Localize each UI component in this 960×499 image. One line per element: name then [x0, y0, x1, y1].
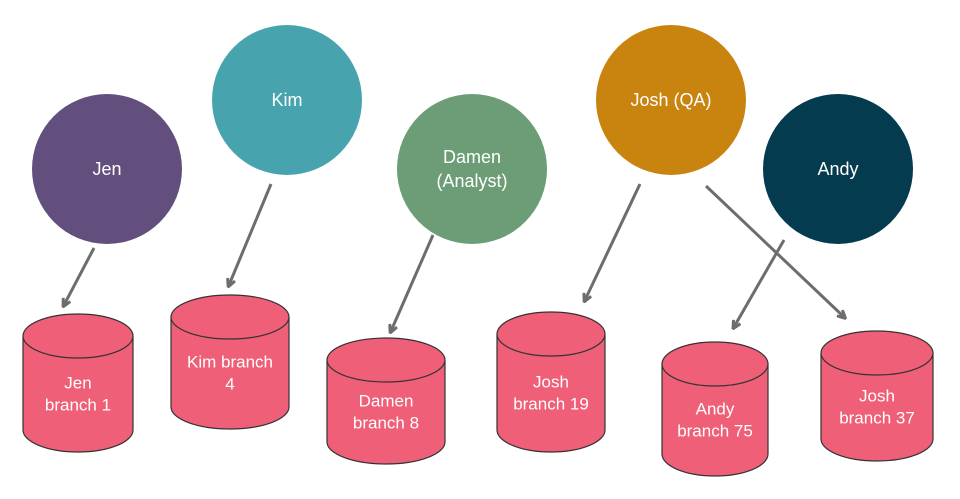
person-label-josh-line-1: Josh (QA): [630, 90, 711, 110]
database-top: [326, 337, 446, 383]
branch-label-josh-branch-37-line-1: Josh: [859, 387, 895, 406]
branch-label-kim-branch-4-line-2: 4: [225, 375, 234, 394]
person-jen[interactable]: Jen: [32, 94, 182, 244]
arrow-jen-to-jen-branch-1: [64, 247, 96, 305]
person-josh[interactable]: Josh (QA): [596, 25, 746, 175]
person-kim[interactable]: Kim: [212, 25, 362, 175]
arrow-josh-to-josh-branch-19: [585, 183, 642, 300]
person-node-circle: [763, 94, 913, 244]
branch-label-andy-branch-75-line-2: branch 75: [677, 422, 753, 441]
branch-label-damen-branch-8-line-1: Damen: [359, 392, 414, 411]
database-icon: [22, 336, 134, 453]
person-damen[interactable]: Damen (Analyst): [397, 94, 547, 244]
person-label-damen-line-2: (Analyst): [436, 171, 507, 191]
branch-label-jen-branch-1-line-1: Jen: [64, 374, 91, 393]
database-josh-branch-37[interactable]: Josh branch 37: [820, 330, 934, 462]
branch-label-damen-branch-8-line-2: branch 8: [353, 414, 419, 433]
branch-label-kim-branch-4-line-1: Kim branch: [187, 353, 273, 372]
database-icon: [661, 364, 769, 477]
branch-label-andy-branch-75-line-1: Andy: [696, 400, 735, 419]
arrow-damen-to-damen-branch-8: [391, 234, 435, 331]
database-top: [22, 313, 134, 359]
branch-label-josh-branch-19-line-2: branch 19: [513, 395, 589, 414]
database-top: [496, 311, 606, 357]
arrow-kim-to-kim-branch-4: [229, 183, 273, 285]
database-icon: [326, 360, 446, 465]
arrow-andy-to-andy-branch-75: [734, 239, 786, 327]
database-damen-branch-8[interactable]: Damen branch 8: [326, 337, 446, 465]
person-node-circle: [212, 25, 362, 175]
branch-label-josh-branch-37-line-2: branch 37: [839, 409, 915, 428]
person-andy[interactable]: Andy: [763, 94, 913, 244]
person-label-andy-line-1: Andy: [817, 159, 858, 179]
database-andy-branch-75[interactable]: Andy branch 75: [661, 341, 769, 477]
arrow-josh-to-josh-branch-37: [704, 184, 844, 317]
person-node-circle: [397, 94, 547, 244]
database-kim-branch-4[interactable]: Kim branch 4: [170, 294, 290, 430]
database-icon: [170, 317, 290, 430]
branch-label-jen-branch-1-line-2: branch 1: [45, 396, 111, 415]
database-top: [820, 330, 934, 376]
branch-label-josh-branch-19-line-1: Josh: [533, 373, 569, 392]
database-icon: [820, 353, 934, 462]
database-top: [661, 341, 769, 387]
database-josh-branch-19[interactable]: Josh branch 19: [496, 311, 606, 453]
database-top: [170, 294, 290, 340]
edges-layer: [64, 183, 844, 331]
database-jen-branch-1[interactable]: Jen branch 1: [22, 313, 134, 453]
person-label-damen-line-1: Damen: [443, 147, 501, 167]
person-node-circle: [596, 25, 746, 175]
person-label-kim-line-1: Kim: [272, 90, 303, 110]
database-icon: [496, 334, 606, 453]
person-node-circle: [32, 94, 182, 244]
person-label-jen-line-1: Jen: [92, 159, 121, 179]
